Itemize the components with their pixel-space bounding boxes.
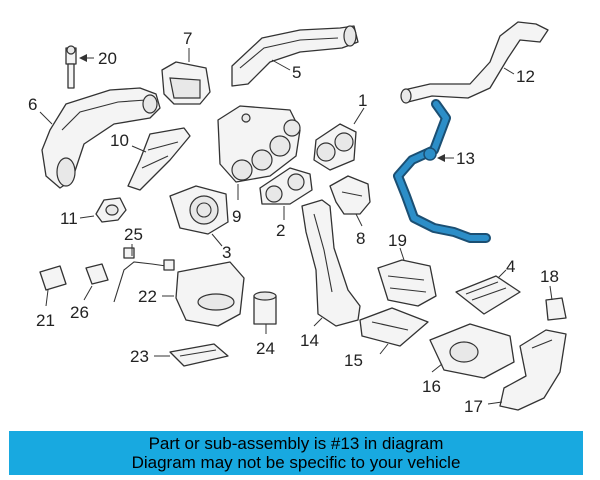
part-18-clip: [545, 297, 567, 321]
part-16-blower: [429, 323, 515, 379]
banner-line-2: Diagram may not be specific to your vehi…: [131, 453, 461, 472]
part-label-17: 17: [464, 397, 483, 416]
part-15-tray: [359, 307, 429, 347]
part-label-19: 19: [388, 231, 407, 250]
part-17-curved-duct: [499, 329, 567, 411]
part-3-round-vent: [169, 185, 229, 235]
part-label-8: 8: [356, 229, 365, 248]
part-label-9: 9: [232, 207, 241, 226]
part-19-module: [377, 259, 437, 307]
part-label-15: 15: [344, 351, 363, 370]
part-2-vent: [259, 167, 313, 205]
part-label-12: 12: [516, 67, 535, 86]
part-1-vent: [313, 123, 357, 171]
part-23-tray: [169, 343, 229, 367]
part-label-18: 18: [540, 267, 559, 286]
part-label-4: 4: [506, 257, 515, 276]
part-label-10: 10: [110, 131, 129, 150]
part-label-2: 2: [276, 221, 285, 240]
part-label-24: 24: [256, 339, 275, 358]
part-label-16: 16: [422, 377, 441, 396]
part-label-1: 1: [358, 91, 367, 110]
part-label-22: 22: [138, 287, 157, 306]
part-7-duct-elbow: [161, 61, 211, 105]
part-label-5: 5: [292, 63, 301, 82]
part-10-bracket: [127, 127, 191, 191]
part-info-banner: Part or sub-assembly is #13 in diagram D…: [9, 431, 583, 475]
part-26-connector: [85, 263, 109, 285]
part-label-14: 14: [300, 331, 319, 350]
part-24-cylinder: [253, 291, 277, 325]
part-label-21: 21: [36, 311, 55, 330]
part-25-harness: [113, 247, 175, 303]
part-11-clip: [95, 197, 127, 223]
part-8-bracket: [329, 175, 371, 215]
part-label-26: 26: [70, 303, 89, 322]
part-label-20: 20: [98, 49, 117, 68]
part-label-25: 25: [124, 225, 143, 244]
banner-line-1: Part or sub-assembly is #13 in diagram: [148, 434, 444, 453]
part-5-air-duct: [231, 25, 359, 87]
part-21-connector: [39, 265, 67, 291]
part-13-hose-highlighted: [393, 99, 491, 243]
part-label-23: 23: [130, 347, 149, 366]
part-6-air-duct: [41, 87, 161, 189]
part-label-6: 6: [28, 95, 37, 114]
part-4-filter: [455, 275, 521, 315]
part-20-sensor: [65, 45, 77, 89]
parts-diagram: 20 7 5 6 10 11: [28, 21, 567, 416]
part-label-7: 7: [183, 29, 192, 48]
part-label-3: 3: [222, 243, 231, 262]
part-12-tube: [400, 21, 549, 104]
part-9-vent-assembly: [217, 105, 301, 183]
part-14-vertical-duct: [301, 199, 361, 327]
part-label-11: 11: [60, 209, 78, 228]
part-22-housing: [175, 261, 245, 327]
part-label-13: 13: [456, 149, 475, 168]
